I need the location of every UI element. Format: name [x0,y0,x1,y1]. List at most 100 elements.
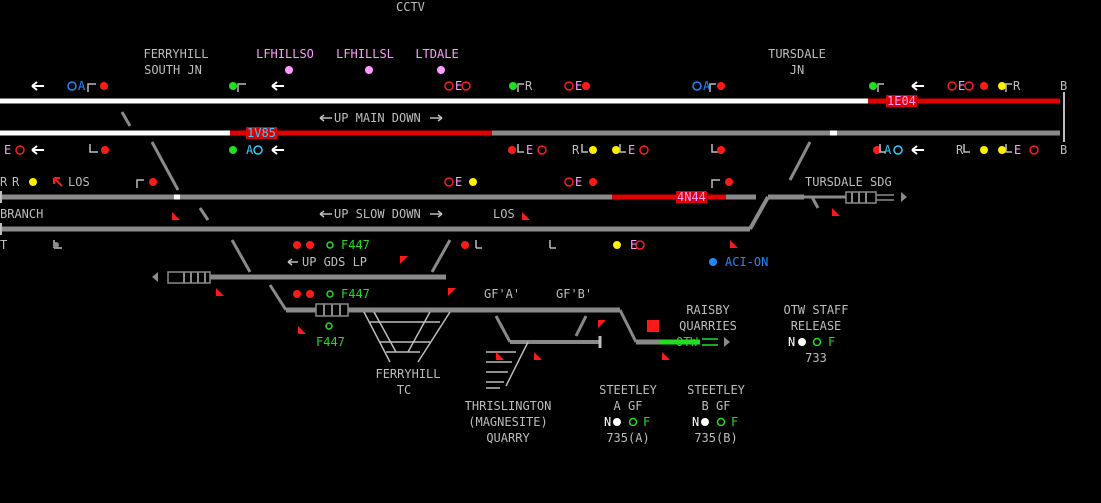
f447-release[interactable]: F447 [341,287,370,301]
signal-red[interactable] [100,82,108,90]
steetley-b-title-line2: B GF [701,399,731,413]
train-berth-1e04[interactable]: 1E04 [886,94,917,108]
route-e-marker: E [4,143,12,157]
route-e-marker: E [575,175,583,189]
signal-yellow[interactable] [469,178,477,186]
raisby-quarries-line1: RAISBY [686,303,730,317]
auto-marker: A [703,79,711,93]
arrow-left-icon [271,145,284,155]
raisby-indicator[interactable] [647,320,659,332]
steetley-a-f-indicator[interactable] [628,417,638,427]
signal-red[interactable] [717,146,725,154]
steetley-a-n[interactable]: N [604,415,612,429]
signal-yellow[interactable] [998,82,1006,90]
signal-red[interactable] [101,146,109,154]
signal-red[interactable] [306,241,314,249]
signal-red[interactable] [293,290,301,298]
signal-red[interactable] [149,178,157,186]
otw-staff-n[interactable]: N [788,335,796,349]
signal-red[interactable] [873,146,881,154]
gf-b-label: GF'B' [556,287,593,301]
auto-marker: A [884,143,892,157]
crossover-2[interactable] [150,141,180,191]
level-crossing-lfhillso-indicator[interactable] [285,66,293,74]
signal-yellow[interactable] [29,178,37,186]
aci-on-label[interactable]: ACI-ON [725,255,769,269]
train-berth-4n44[interactable]: 4N44 [676,190,707,204]
route-e-marker: E [1014,143,1022,157]
sidings-arrow-icon [901,192,907,202]
route-r-marker: R [1013,79,1021,93]
route-e-marker: E [455,79,463,93]
steetley-b-n[interactable]: N [692,415,700,429]
signal-yellow[interactable] [980,146,988,154]
train-berth-1v85[interactable]: 1V85 [246,126,277,140]
ferryhill-tc-line1: FERRYHILL [375,367,441,381]
level-crossing-ltdale[interactable]: LTDALE [415,47,459,61]
signal-green[interactable] [229,146,237,154]
up-goods-loop [152,239,452,284]
up-slow-down-label: UP SLOW DOWN [334,207,421,221]
signal-red[interactable] [293,241,301,249]
auto-marker: A [246,143,254,157]
otw-release-n-indicator[interactable] [798,338,806,346]
arrow-left-icon [271,81,284,91]
release-indicators [613,337,822,427]
signal-red[interactable] [508,146,516,154]
route-e-marker: E [628,143,636,157]
otw-arrow-icon [724,337,730,347]
otw-staff-f[interactable]: F [828,335,836,349]
signal-yellow[interactable] [613,241,621,249]
signal-green[interactable] [869,82,877,90]
tursdale-jn-line2: JN [789,63,805,77]
otw-release-f-indicator[interactable] [812,337,822,347]
signal-yellow[interactable] [589,146,597,154]
goods-loop-arrow-icon [152,272,158,282]
up-main-line [0,92,1065,142]
aci-indicator[interactable] [709,258,717,266]
route-e-marker: E [958,79,966,93]
steetley-b-n-indicator[interactable] [701,418,709,426]
signal-red[interactable] [589,178,597,186]
ferryhill-south-jn-line2: SOUTH JN [144,63,202,77]
level-crossing-ltdale-indicator[interactable] [437,66,445,74]
cctv-label[interactable]: CCTV [396,0,425,14]
signals-row-up-slow [29,177,733,188]
route-e-marker: E [455,175,463,189]
steetley-b-f[interactable]: F [731,415,739,429]
route-e-marker: E [575,79,583,93]
arrow-left-icon [31,145,44,155]
signal-red[interactable] [306,290,314,298]
signal-red[interactable] [725,178,733,186]
steetley-a-f[interactable]: F [643,415,651,429]
route-r-marker: R [0,175,8,189]
f447-release[interactable]: F447 [316,335,345,349]
route-r-marker: R [572,143,580,157]
steetley-b-title-line1: STEETLEY [687,383,745,397]
signal-yellow[interactable] [612,146,620,154]
crossover-1[interactable] [120,111,132,127]
route-e-marker: E [526,143,534,157]
tursdale-sdg-label: TURSDALE SDG [805,175,892,189]
level-crossing-lfhillsl-indicator[interactable] [365,66,373,74]
level-crossing-lfhillsl[interactable]: LFHILLSL [336,47,394,61]
signal-green[interactable] [509,82,517,90]
otw-label: OTW [676,335,698,349]
route-r-marker: R [12,175,20,189]
signal-red[interactable] [980,82,988,90]
f447-release[interactable]: F447 [341,238,370,252]
signal-red[interactable] [461,241,469,249]
signal-red[interactable] [582,82,590,90]
steetley-a-n-indicator[interactable] [613,418,621,426]
steetley-b-f-indicator[interactable] [716,417,726,427]
steetley-a-title-line1: STEETLEY [599,383,657,397]
level-crossing-lfhillso[interactable]: LFHILLSO [256,47,314,61]
signal-green[interactable] [229,82,237,90]
signal-auto-icon[interactable] [67,81,77,91]
branch-label: BRANCH [0,207,44,221]
signal-yellow[interactable] [998,146,1006,154]
signal-red[interactable] [717,82,725,90]
crossover-tursdale[interactable] [788,141,812,181]
auto-marker: A [78,79,86,93]
